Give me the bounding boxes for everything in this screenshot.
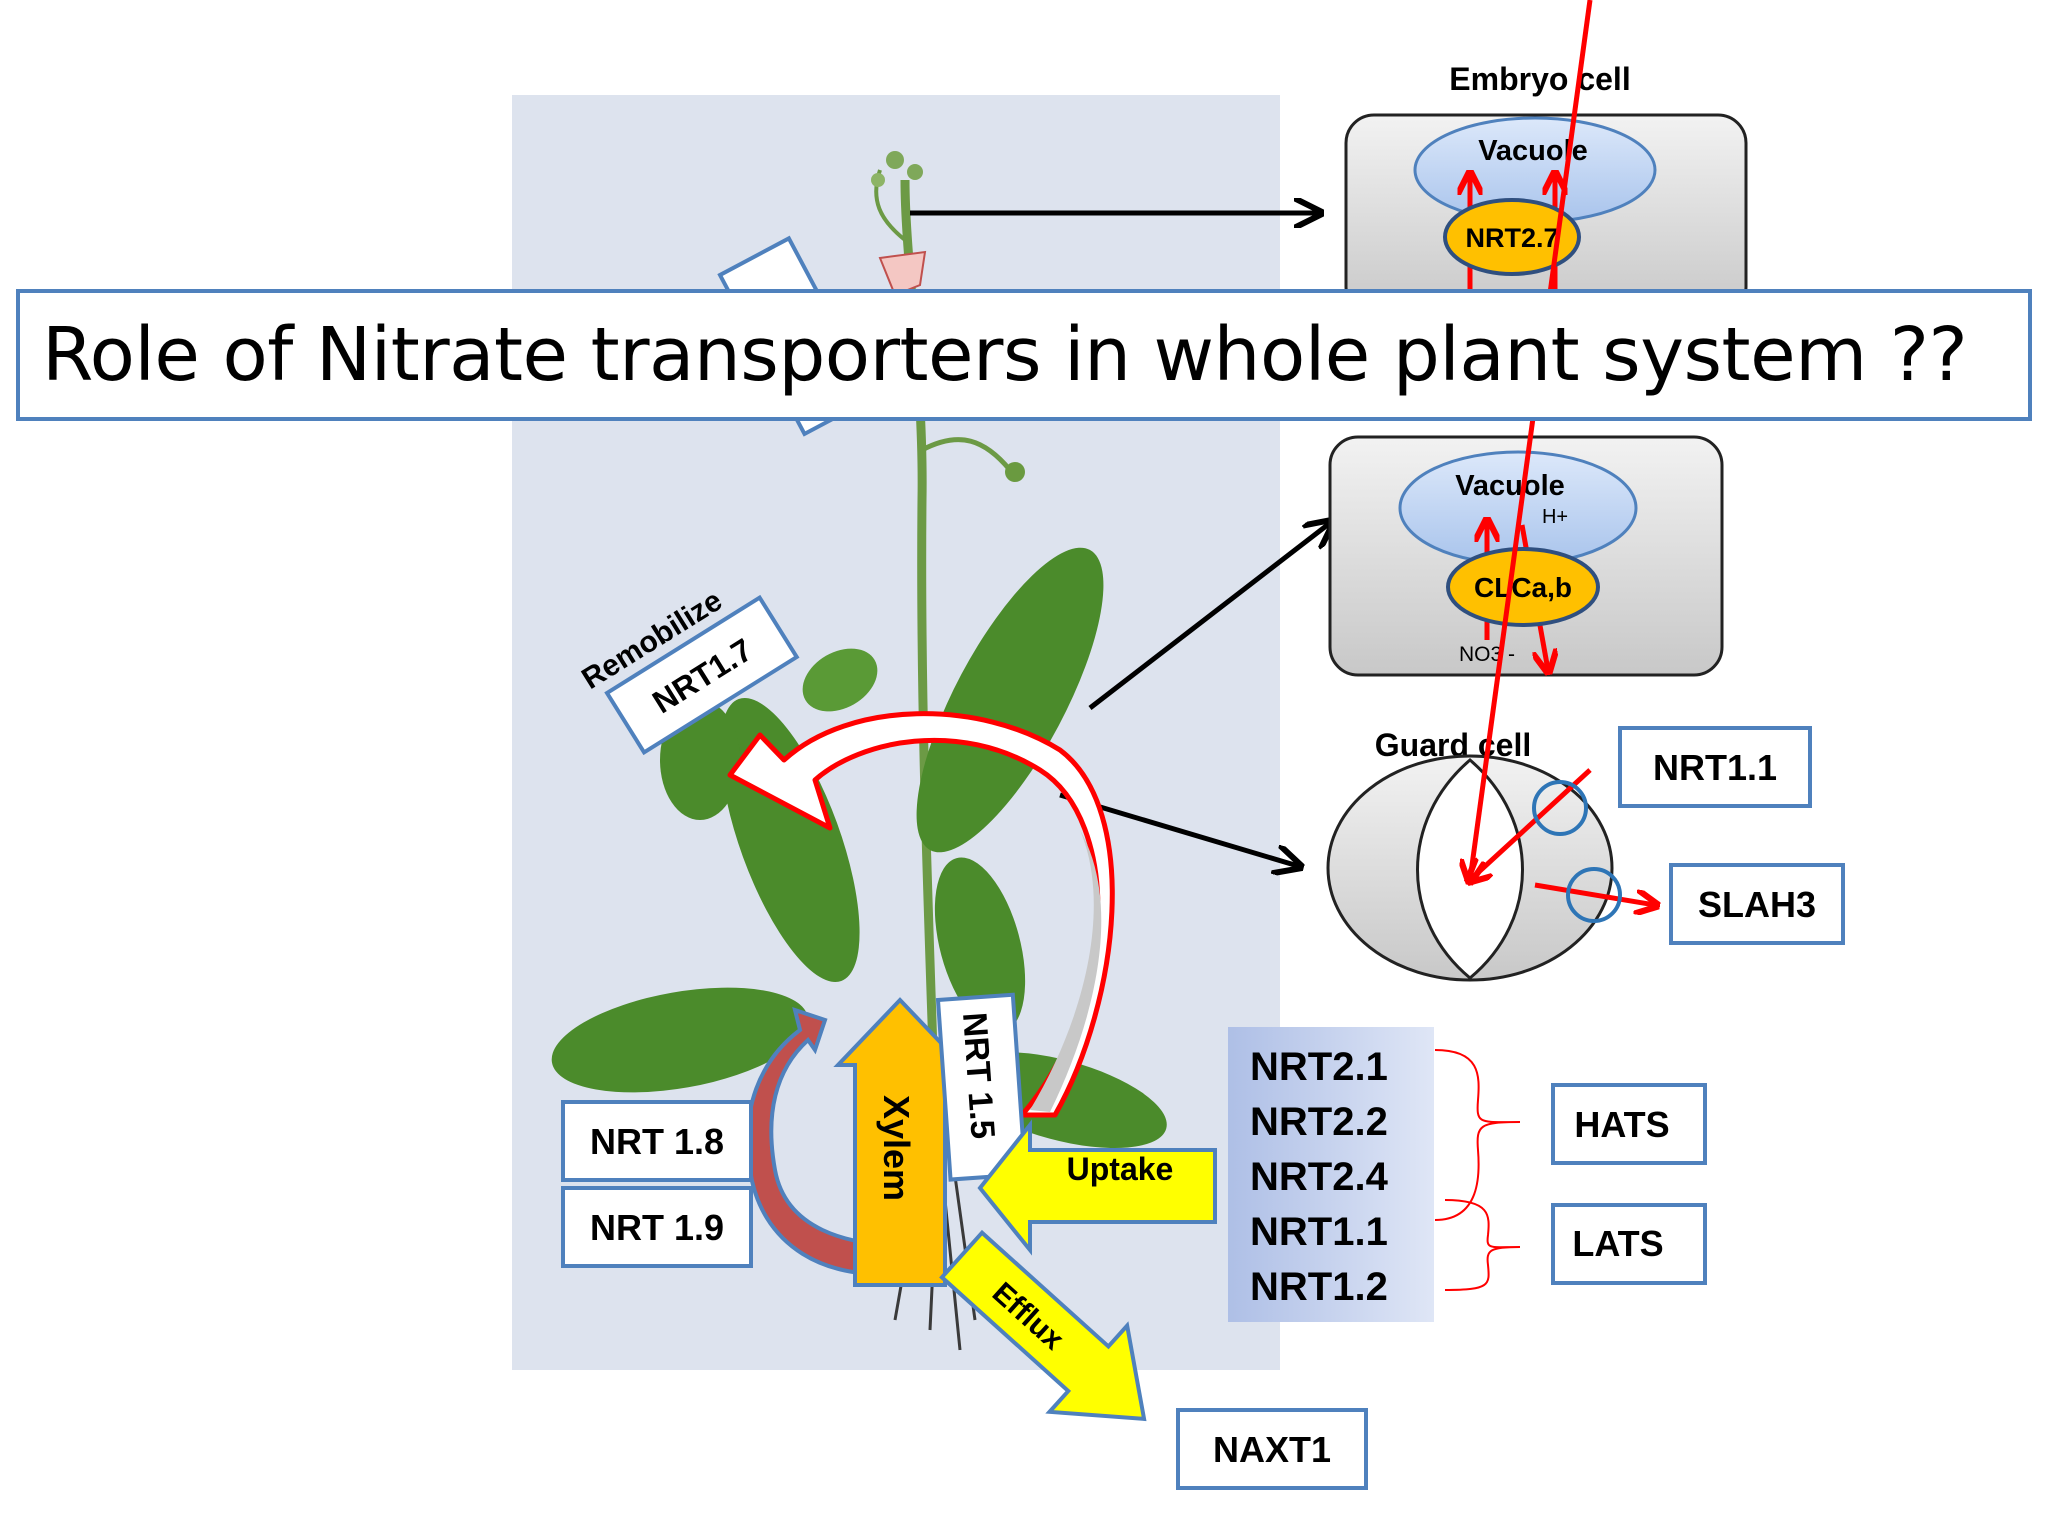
hats-brace (1434, 1049, 1521, 1221)
xylem-label: Xylem (876, 1095, 917, 1201)
nrt11-flux-arrow (1470, 768, 1592, 880)
guard-nrt11-label: NRT1.1 (1653, 747, 1777, 788)
transporter-list-item: NRT1.1 (1250, 1210, 1388, 1254)
title-banner: Role of Nitrate transporters in whole pl… (16, 289, 2032, 421)
arrow-to-leaf-cell (1088, 523, 1330, 710)
page-title: Role of Nitrate transporters in whole pl… (42, 312, 1968, 398)
transporter-nrt27: NRT2.7 (1465, 223, 1558, 253)
transporter-clcab: CLCa,b (1474, 572, 1572, 603)
transporter-list-panel (1228, 1027, 1434, 1322)
lats-label: LATS (1572, 1223, 1663, 1264)
slah3-flux-arrow (1534, 882, 1655, 905)
guard-cell: Guard cell NRT1.1 SLAH3 (1326, 0, 1845, 982)
uptake-arrow (977, 1119, 1217, 1256)
leaf-vacuole-label: Vacuole (1455, 470, 1565, 502)
transporter-list-item: NRT2.1 (1250, 1045, 1388, 1089)
nrt11-channel (1532, 780, 1588, 836)
naxt1-label: NAXT1 (1213, 1429, 1331, 1470)
transporter-list-item: NRT1.2 (1250, 1265, 1388, 1309)
nrt19-label: NRT 1.9 (590, 1207, 724, 1248)
xylem-arrow (833, 997, 967, 1287)
proton-label: H+ (1542, 506, 1568, 528)
slah3-label: SLAH3 (1698, 884, 1816, 925)
transporter-list-item: NRT2.2 (1250, 1100, 1388, 1144)
embryo-cell-heading: Embryo cell (1449, 61, 1630, 97)
slah3-channel (1566, 867, 1622, 923)
embryo-cell: Embryo cell Vacuole NRT2.7 (1344, 61, 1748, 317)
transporter-list-item: NRT2.4 (1250, 1155, 1389, 1199)
lats-brace (1444, 1199, 1521, 1291)
efflux-arrow (939, 1229, 1147, 1422)
hats-label: HATS (1574, 1104, 1669, 1145)
nrt15-label: NRT 1.5 (955, 1011, 1002, 1140)
uptake-label: Uptake (1067, 1151, 1174, 1187)
remobilize-arrow (727, 711, 1115, 1118)
nitrate-label: NO3 - (1459, 643, 1515, 666)
nrt18-label: NRT 1.8 (590, 1121, 724, 1162)
